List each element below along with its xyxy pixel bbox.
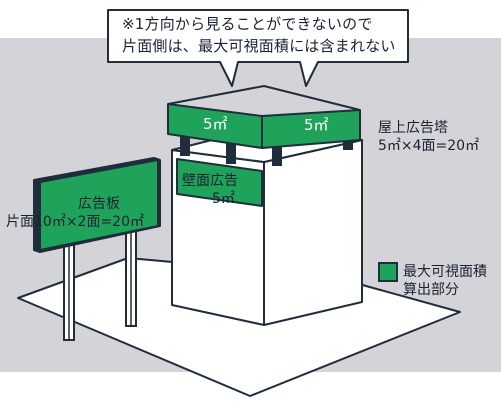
wall-sign-panel	[176, 158, 263, 207]
tower-post	[226, 142, 236, 164]
callout-bubble	[107, 9, 409, 87]
tower-frame-back	[167, 85, 361, 111]
callout-line-1: ※1方向から見ることができないので	[122, 15, 373, 33]
rooftop-tower-title: 屋上広告塔	[378, 120, 448, 136]
tower-post	[272, 146, 282, 166]
legend-label-line-2: 算出部分	[403, 282, 459, 298]
wall-sign-area: 5㎡	[212, 191, 235, 207]
building-right-face	[263, 139, 363, 326]
tower-panel-left-label: 5㎡	[203, 115, 228, 133]
legend-label-line-1: 最大可視面積	[403, 264, 487, 280]
billboard-panel	[39, 159, 159, 251]
callout-line-2: 片面側は、最大可視面積には含まれない	[122, 37, 396, 55]
tower-panel-right	[261, 109, 361, 149]
billboard-area: 片面10㎡×2面=20㎡	[6, 214, 144, 230]
rooftop-tower-area: 5㎡×4面=20㎡	[378, 138, 480, 154]
billboard-title: 広告板	[78, 196, 120, 212]
tower-panel-right-label: 5㎡	[304, 116, 329, 134]
wall-sign-title: 壁面広告	[182, 173, 238, 189]
legend-swatch	[378, 262, 398, 282]
tower-post	[180, 136, 190, 156]
